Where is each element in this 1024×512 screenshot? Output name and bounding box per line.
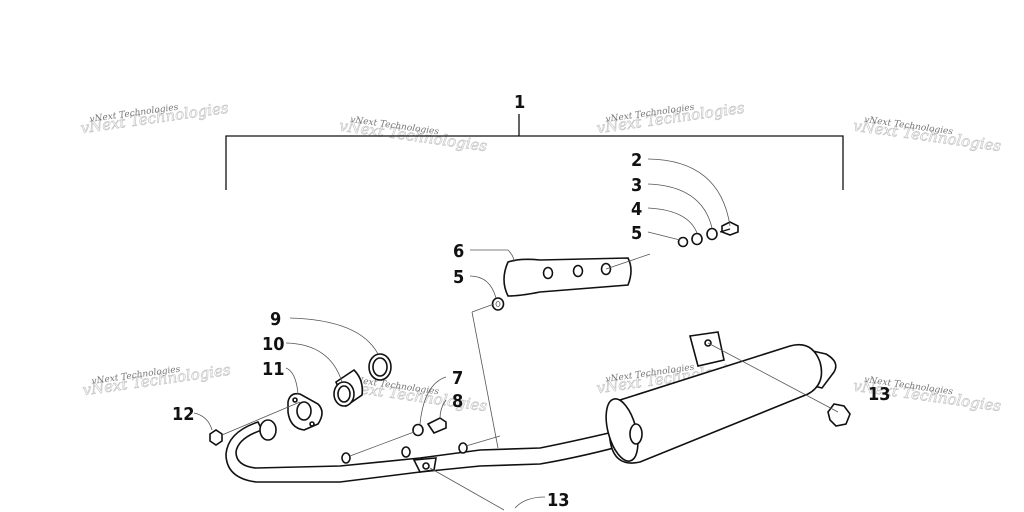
callout-3: 3 [631,175,642,196]
callout-8: 8 [452,391,463,412]
watermark: vNext Technologies vNext Technologies [81,360,232,399]
heat-shield[interactable] [503,253,651,297]
watermark: vNext Technologies vNext Technologies [852,115,1003,156]
flange-11[interactable] [287,392,323,431]
washer-5[interactable] [491,297,505,311]
bolt-washer-stack[interactable] [677,221,739,248]
watermarks: vNext Technologies vNext Technologies vN… [79,98,1003,415]
bolt-13-right[interactable] [707,342,851,427]
callout-13-right: 13 [868,384,891,405]
leader-lines [193,158,731,511]
leader-line [471,303,495,313]
watermark: vNext Technologies vNext Technologies [338,115,489,156]
washer-7[interactable] [412,423,424,437]
callout-2: 2 [631,150,642,171]
gasket-9[interactable] [368,353,392,381]
callout-9: 9 [270,309,281,330]
callout-6: 6 [453,241,464,262]
callout-1: 1 [514,92,525,113]
callout-5: 5 [631,223,642,244]
callout-12: 12 [172,404,195,425]
callout-13-bottom: 13 [547,490,570,511]
callout-11: 11 [262,359,285,380]
leader-line [349,431,415,457]
leader-line [465,435,501,447]
bolt-8[interactable] [426,417,447,434]
sleeve-10[interactable] [333,368,364,408]
callout-5-lower: 5 [453,267,464,288]
watermark: vNext Technologies vNext Technologies [79,98,230,137]
callout-10: 10 [262,334,285,355]
leader-line [471,311,499,449]
watermark: vNext Technologies vNext Technologies [595,98,746,137]
callout-4: 4 [631,199,642,220]
muffler[interactable] [600,331,837,465]
callouts: 1 2 3 4 5 6 5 9 10 11 7 8 12 13 13 [172,92,891,511]
leader-line [221,401,301,436]
assembly-bracket [225,114,844,190]
nut-12[interactable] [209,429,223,446]
callout-7: 7 [452,368,463,389]
